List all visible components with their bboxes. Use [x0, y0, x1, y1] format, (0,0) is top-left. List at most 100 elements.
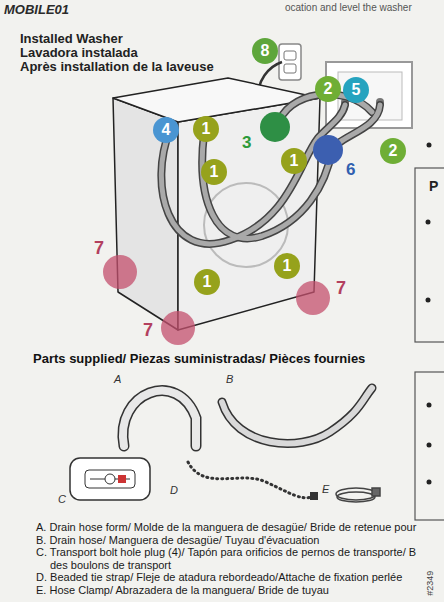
callout-number: 2	[389, 143, 398, 159]
bullet-dot	[427, 480, 432, 485]
title-text: Installed Washer	[20, 32, 123, 47]
callout-number: 5	[352, 82, 361, 98]
parts-list-item: B. Drain hose/ Manguera de desagüe/ Tuya…	[36, 534, 319, 547]
callout-number: 6	[346, 160, 355, 180]
callout-number: 7	[94, 238, 104, 259]
parts-list-item: D. Beaded tie strap/ Fleje de atadura re…	[36, 571, 402, 584]
outlet	[284, 51, 296, 60]
callout-number: 3	[242, 133, 251, 153]
callout-circle: 5	[343, 77, 369, 103]
callout-circle: 2	[315, 76, 341, 102]
watermark-logo: MOBILE01	[4, 3, 69, 18]
plug-part	[118, 475, 126, 483]
watermark-number: #2349	[425, 571, 435, 596]
plug-part	[70, 458, 150, 500]
callout-circle-fill	[252, 38, 278, 64]
side-column	[415, 168, 444, 520]
callout-text-box: 1	[201, 159, 227, 185]
hose	[161, 94, 380, 244]
section-letter: P	[429, 178, 438, 194]
callout-circle: 1	[194, 269, 220, 295]
callout-number: 7	[143, 320, 153, 341]
callout-circle: 1	[281, 148, 307, 174]
callout-circle-fill	[153, 117, 179, 143]
callout-text-box: 1	[274, 253, 300, 279]
outlet	[279, 44, 301, 80]
parts-list: A. Drain hose form/ Molde de la manguera…	[36, 521, 440, 596]
red-marker	[161, 311, 195, 345]
title-line: Après installation de la laveuse	[20, 60, 214, 75]
section-heading: Parts supplied/ Piezas suministradas/ Pi…	[33, 352, 365, 367]
callout-circle: 4	[153, 117, 179, 143]
title-line: Lavadora instalada	[20, 46, 138, 61]
page-text: ocation and level the washer	[285, 2, 412, 14]
outlet	[279, 44, 301, 80]
tie-strap-part	[188, 462, 318, 500]
callout-text-box: 1	[281, 148, 307, 174]
callout-number: 1	[290, 153, 299, 169]
bullet-dot	[427, 143, 432, 148]
drain-hose-part	[222, 388, 372, 443]
drain-hose-part	[222, 388, 372, 443]
red-marker	[296, 281, 330, 315]
callout-text-box: 4	[153, 117, 179, 143]
callout-text-box: 2	[380, 138, 406, 164]
callout-circle-fill	[194, 269, 220, 295]
hose-outline	[161, 105, 345, 244]
part-letter: D	[170, 484, 178, 497]
callout-circle: 2	[380, 138, 406, 164]
hose-fitting	[260, 112, 290, 142]
hose-outline	[202, 105, 380, 238]
callout-text-box: 5	[343, 77, 369, 103]
bullet-dot	[427, 443, 432, 448]
callout-circle-fill	[380, 138, 406, 164]
callout-circle-fill	[274, 253, 300, 279]
bullet-dot	[426, 220, 431, 225]
plug-part	[85, 470, 135, 488]
part-letter: E	[322, 483, 329, 496]
callout-number: 8	[261, 43, 270, 59]
callout-number: 1	[210, 164, 219, 180]
callout-number: 2	[324, 81, 333, 97]
part-letter: C	[58, 493, 66, 506]
hose-clamp-part	[337, 492, 375, 502]
callout-text-box: 1	[194, 269, 220, 295]
parts-list-item: A. Drain hose form/ Molde de la manguera…	[36, 521, 416, 534]
part-letter: A	[114, 373, 121, 386]
washer-body	[113, 78, 320, 122]
hose	[161, 105, 345, 244]
hose-clamp-part	[336, 488, 380, 502]
callout-number: 7	[336, 278, 346, 299]
callout-text-box: 1	[193, 116, 219, 142]
bullet-dot	[426, 298, 431, 303]
callout-circle-fill	[281, 148, 307, 174]
callout-number: 1	[283, 258, 292, 274]
callout-circle-fill	[343, 77, 369, 103]
hose-form-part	[123, 391, 196, 446]
callout-text-box: 8	[252, 38, 278, 64]
callout-circle: 1	[274, 253, 300, 279]
side-column	[415, 168, 444, 342]
bullet-dot	[427, 403, 432, 408]
callout-text-box: 2	[315, 76, 341, 102]
hose-form-part	[123, 391, 196, 446]
hose-form-part	[123, 391, 196, 446]
parts-list-item: des boulons de transport	[50, 559, 171, 572]
callout-circle-fill	[193, 116, 219, 142]
hose-clamp-part	[372, 488, 380, 496]
washer-body	[113, 78, 320, 330]
callout-circle-fill	[201, 159, 227, 185]
callout-number: 4	[162, 122, 171, 138]
red-marker	[103, 255, 137, 289]
callout-number: 1	[202, 121, 211, 137]
parts-list-item: C. Transport bolt hole plug (4)/ Tapón p…	[36, 546, 416, 559]
hose-outline	[161, 94, 380, 244]
side-column	[415, 372, 444, 520]
callout-circle: 1	[193, 116, 219, 142]
callout-circle: 8	[252, 38, 278, 64]
